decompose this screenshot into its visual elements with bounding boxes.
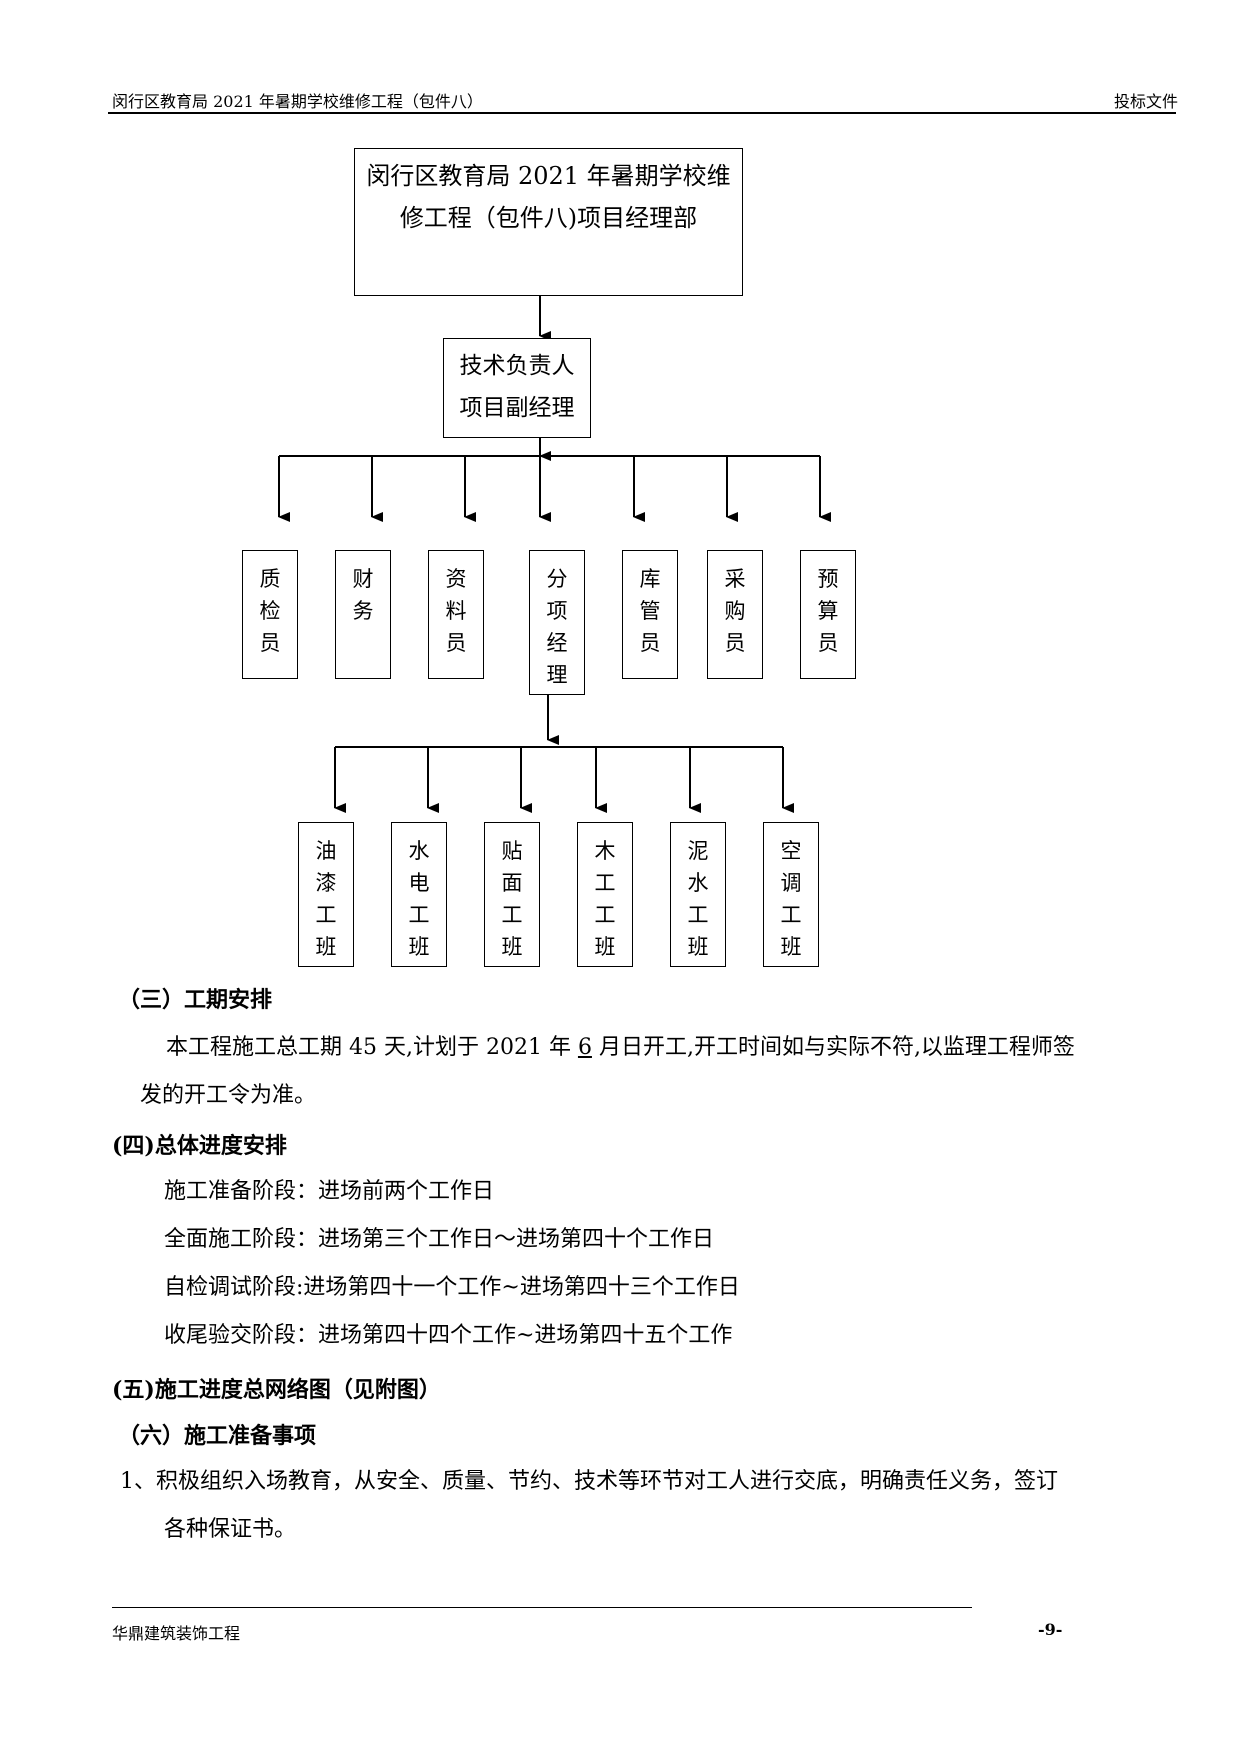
schedule-month: 6 (577, 1035, 592, 1060)
org-box-char: 班 (501, 935, 523, 959)
section-title-progress: (四)总体进度安排 (112, 1133, 287, 1159)
org-box-char: 料 (445, 599, 467, 623)
org-box-project-dept: 闵行区教育局 2021 年暑期学校维 修工程（包件八)项目经理部 (354, 148, 743, 296)
org-box-sub-manager: 分 项 经 理 (529, 550, 585, 695)
org-box-char: 库 (639, 567, 661, 591)
org-box-char: 分 (546, 567, 568, 591)
org-box-char: 经 (546, 631, 568, 655)
org-box-char: 管 (639, 599, 661, 623)
org-box-char: 资 (445, 567, 467, 591)
org-box-char: 电 (408, 871, 430, 895)
org-box-quality-inspector: 质 检 员 (242, 550, 298, 679)
preparation-item1-line1: 1、积极组织入场教育，从安全、质量、节约、技术等环节对工人进行交底，明确责任义务… (120, 1469, 1059, 1494)
org-box-char: 贴 (501, 839, 523, 863)
progress-item: 施工准备阶段：进场前两个工作日 (164, 1179, 495, 1204)
section-title-preparation: （六）施工准备事项 (118, 1423, 317, 1449)
org-box-char: 务 (352, 599, 374, 623)
header-title: 闵行区教育局 2021 年暑期学校维修工程（包件八） (112, 92, 483, 111)
org-box-char: 班 (594, 935, 616, 959)
org-box-char: 员 (817, 631, 839, 655)
progress-item: 自检调试阶段:进场第四十一个工作~进场第四十三个工作日 (164, 1275, 740, 1300)
org-box-char: 油 (315, 839, 337, 863)
org-box-warehouse-keeper: 库 管 员 (622, 550, 678, 679)
org-box-char: 面 (501, 871, 523, 895)
org-box-budgeter: 预 算 员 (800, 550, 856, 679)
org-box-masonry-team: 泥 水 工 班 (670, 822, 726, 967)
org-box-char: 班 (315, 935, 337, 959)
progress-item: 收尾验交阶段：进场第四十四个工作~进场第四十五个工作 (164, 1323, 733, 1348)
org-box-char: 水 (408, 839, 430, 863)
header-doc-type: 投标文件 (1113, 92, 1178, 111)
org-box-char: 项 (546, 599, 568, 623)
org-box-painting-team: 油 漆 工 班 (298, 822, 354, 967)
org-box-char: 购 (724, 599, 746, 623)
header-divider (108, 112, 1176, 114)
footer-divider (112, 1607, 972, 1608)
org-box-char: 水 (687, 871, 709, 895)
org-box-char: 员 (259, 631, 281, 655)
org-box-tech-lead: 技术负责人 项目副经理 (443, 338, 591, 438)
org-box-hvac-team: 空 调 工 班 (763, 822, 819, 967)
org-box-plumbing-electrical-team: 水 电 工 班 (391, 822, 447, 967)
org-box-char: 员 (639, 631, 661, 655)
schedule-text-b: 月日开工,开工时间如与实际不符,以监理工程师签 (591, 1035, 1075, 1060)
org-box-char: 财 (352, 567, 374, 591)
schedule-paragraph-line1: 本工程施工总工期 45 天,计划于 2021 年 6 月日开工,开工时间如与实际… (166, 1024, 1075, 1072)
progress-item: 全面施工阶段：进场第三个工作日～进场第四十个工作日 (164, 1227, 715, 1252)
org-box-finance: 财 务 (335, 550, 391, 679)
org-box-char: 漆 (315, 871, 337, 895)
org-box-project-dept-line1: 闵行区教育局 2021 年暑期学校维 (366, 162, 731, 190)
org-box-char: 员 (724, 631, 746, 655)
org-box-char: 工 (594, 903, 616, 927)
org-box-carpentry-team: 木 工 工 班 (577, 822, 633, 967)
section-title-network-diagram: (五)施工进度总网络图（见附图） (112, 1377, 441, 1403)
org-box-char: 工 (408, 903, 430, 927)
org-box-tech-lead-line1: 技术负责人 (459, 353, 575, 379)
org-box-char: 检 (259, 599, 281, 623)
org-box-char: 空 (780, 839, 802, 863)
schedule-paragraph-line2: 发的开工令为准。 (140, 1083, 317, 1108)
org-box-char: 木 (594, 839, 616, 863)
org-box-char: 班 (687, 935, 709, 959)
footer-company: 华鼎建筑装饰工程 (112, 1624, 241, 1643)
org-box-char: 理 (546, 663, 568, 687)
org-box-purchaser: 采 购 员 (707, 550, 763, 679)
org-box-char: 员 (445, 631, 467, 655)
org-box-char: 质 (259, 567, 281, 591)
page-number: -9- (1038, 1620, 1063, 1639)
org-box-char: 班 (780, 935, 802, 959)
schedule-text-a: 本工程施工总工期 45 天,计划于 2021 年 (166, 1035, 578, 1060)
org-box-char: 调 (780, 871, 802, 895)
org-box-tiling-team: 贴 面 工 班 (484, 822, 540, 967)
org-box-documentation: 资 料 员 (428, 550, 484, 679)
org-box-tech-lead-line2: 项目副经理 (459, 395, 575, 421)
org-box-project-dept-line2: 修工程（包件八)项目经理部 (399, 204, 698, 232)
org-box-char: 采 (724, 567, 746, 591)
org-box-char: 泥 (687, 839, 709, 863)
org-box-char: 工 (687, 903, 709, 927)
org-box-char: 算 (817, 599, 839, 623)
org-box-char: 工 (315, 903, 337, 927)
org-box-char: 工 (780, 903, 802, 927)
preparation-item1-line2: 各种保证书。 (164, 1517, 297, 1542)
org-box-char: 工 (501, 903, 523, 927)
org-box-char: 预 (817, 567, 839, 591)
org-box-char: 工 (594, 871, 616, 895)
section-title-schedule: （三）工期安排 (118, 987, 273, 1013)
org-box-char: 班 (408, 935, 430, 959)
